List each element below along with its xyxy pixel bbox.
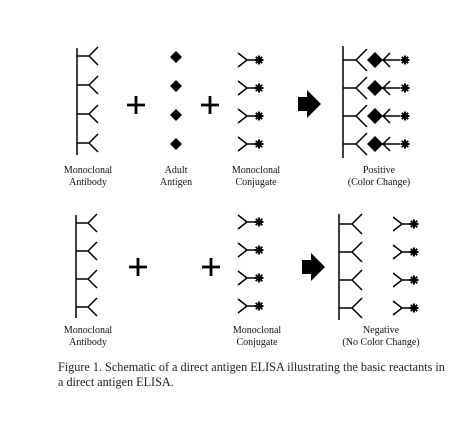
label-row2-monoclonal-antibody: Monoclonal Antibody xyxy=(63,325,113,348)
label-row1-adult-antigen: Adult Antigen xyxy=(159,165,193,188)
negative-result xyxy=(338,213,419,320)
row1-antigen-diamonds xyxy=(170,51,182,150)
label-row1-monoclonal-antibody: Monoclonal Antibody xyxy=(63,165,113,188)
plus-icon xyxy=(127,96,145,114)
row1-conjugates xyxy=(238,53,264,151)
label-row2-monoclonal-conjugate: Monoclonal Conjugate xyxy=(232,325,282,348)
label-negative-result: Negative (No Color Change) xyxy=(342,325,420,348)
arrow-icon xyxy=(302,253,325,281)
label-row1-monoclonal-conjugate: Monoclonal Conjugate xyxy=(231,165,281,188)
label-positive-result: Positive (Color Change) xyxy=(347,165,411,188)
row1-antibody-plate xyxy=(76,46,99,155)
figure-caption: Figure 1. Schematic of a direct antigen … xyxy=(58,360,445,389)
plus-icon xyxy=(201,96,219,114)
row2-antibody-plate xyxy=(75,213,98,318)
plus-icon xyxy=(129,258,147,276)
positive-complex xyxy=(342,46,411,158)
plus-icon xyxy=(202,258,220,276)
row2-conjugates xyxy=(238,215,264,313)
arrow-icon xyxy=(298,90,321,118)
